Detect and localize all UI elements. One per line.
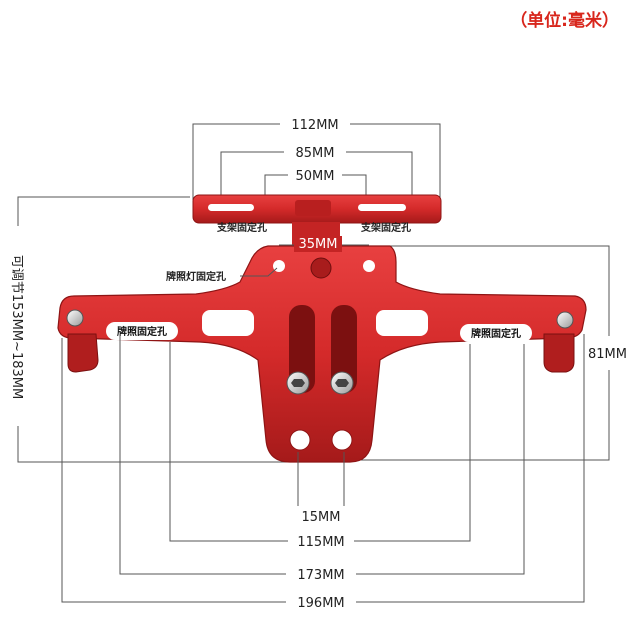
- dim-115-right-line: [354, 344, 471, 542]
- dim-right-group: 81MM: [350, 245, 627, 461]
- top-slot-right: [358, 204, 406, 211]
- dim-173-left-line: [119, 334, 286, 575]
- dim-85: 85MM: [296, 146, 335, 161]
- dim-173: 173MM: [297, 568, 344, 583]
- dim-81: 81MM: [588, 347, 627, 362]
- dim-left-adjustable: 可调节153MM~183MM: [9, 255, 24, 399]
- lamp-hole-leader: [240, 267, 278, 277]
- top-slot-left: [208, 204, 254, 211]
- dim-right-top-line: [370, 245, 610, 336]
- top-center-block: [295, 200, 331, 216]
- dim-196-right-line: [356, 334, 585, 603]
- dim-35-group: 35MM: [279, 236, 369, 252]
- dim-115: 115MM: [297, 535, 344, 550]
- dim-50-right-line: [342, 174, 367, 200]
- dim-196: 196MM: [297, 596, 344, 611]
- dim-50-left-line: [264, 174, 288, 200]
- dim-115-left-line: [169, 342, 288, 542]
- plate-hole-right-pill: [460, 324, 532, 342]
- slot-right: [331, 305, 357, 393]
- lamp-hole-right: [363, 260, 375, 272]
- dim-right-bottom-line: [350, 370, 610, 461]
- slot-left: [289, 305, 315, 393]
- unit-label: （单位:毫米）: [510, 11, 619, 31]
- dim-85-right-line: [346, 151, 413, 200]
- left-leg: [67, 333, 99, 373]
- bolt-right: [556, 311, 574, 329]
- bolt-hex-left: [291, 379, 305, 387]
- dim-173-group: 173MM: [119, 334, 525, 583]
- dim-112-right-line: [350, 123, 441, 200]
- dim-115-group: 115MM: [169, 342, 471, 550]
- dim-173-right-line: [356, 344, 525, 575]
- dim-35-bg: [294, 236, 342, 252]
- dim-196-left-line: [61, 338, 286, 603]
- dim-112-group: 112MM: [192, 118, 441, 200]
- dim-50: 50MM: [296, 169, 335, 184]
- dim-112-left-line: [192, 123, 280, 200]
- label-lamp-hole: 牌照灯固定孔: [166, 270, 226, 283]
- label-bracket-hole-right: 支架固定孔: [360, 221, 411, 234]
- dim-15: 15MM: [302, 510, 341, 525]
- window-left: [202, 310, 254, 336]
- label-bracket-hole-left: 支架固定孔: [216, 221, 267, 234]
- dim-85-left-line: [220, 151, 284, 200]
- bolt-left: [66, 309, 84, 327]
- lower-hole-left: [289, 429, 311, 451]
- dim-left-bottom-line: [17, 426, 300, 463]
- dim-15-group: 15MM: [297, 452, 345, 525]
- dim-112: 112MM: [291, 118, 338, 133]
- label-plate-hole-right: 牌照固定孔: [471, 327, 521, 340]
- window-right: [376, 310, 428, 336]
- bolt-hex-right: [335, 379, 349, 387]
- plate-hole-left-pill: [106, 322, 178, 340]
- right-leg: [543, 333, 575, 373]
- dim-50-group: 50MM: [264, 169, 367, 200]
- dim-left-top-line: [17, 196, 190, 226]
- center-pin: [310, 257, 332, 279]
- dim-196-group: 196MM: [61, 334, 585, 611]
- dim-35: 35MM: [299, 237, 338, 252]
- bracket-part: 牌照固定孔 牌照固定孔: [57, 194, 587, 463]
- dim-85-group: 85MM: [220, 146, 413, 200]
- lower-hole-right: [331, 429, 353, 451]
- main-body: [57, 245, 587, 463]
- label-plate-hole-left: 牌照固定孔: [117, 325, 167, 338]
- dim-left-group: 可调节153MM~183MM: [9, 196, 300, 463]
